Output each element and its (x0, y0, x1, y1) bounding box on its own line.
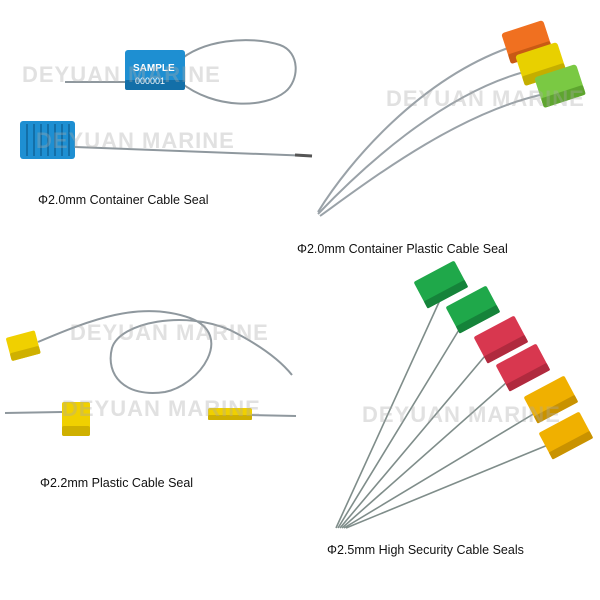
caption-plastic-cable-seal: Φ2.2mm Plastic Cable Seal (40, 476, 194, 490)
red-seal-2 (496, 344, 550, 391)
loop-cable (37, 310, 293, 394)
red-seal-1 (474, 316, 528, 363)
seal-sample-text: SAMPLE (133, 63, 175, 74)
blue-seal-top-shade (125, 80, 185, 90)
cable-2 (317, 71, 525, 215)
yellow-seal-2 (539, 412, 593, 459)
watermark: DEYUAN MARINE (70, 320, 269, 345)
cable-1 (317, 47, 509, 213)
caption-container-cable-seal: Φ2.0mm Container Cable Seal (38, 193, 209, 207)
watermark: DEYUAN MARINE (386, 86, 585, 111)
watermark: DEYUAN MARINE (62, 396, 261, 421)
caption-container-plastic-cable-seal: Φ2.0mm Container Plastic Cable Seal (297, 242, 508, 256)
watermark: DEYUAN MARINE (362, 402, 561, 427)
loop-cable (177, 39, 297, 105)
watermark: DEYUAN MARINE (22, 62, 221, 87)
container-cable-seal-photo: SAMPLE 000001 (20, 39, 313, 159)
cable-3 (319, 94, 541, 217)
yellow-seal-1 (524, 376, 578, 423)
cable-left (4, 411, 63, 414)
green-seal-2 (446, 286, 500, 333)
plastic-cable-seal-photo (4, 310, 297, 436)
cable-right (249, 414, 297, 417)
high-security-cable-seals-photo (335, 261, 593, 529)
watermark: DEYUAN MARINE (36, 128, 235, 153)
container-plastic-cable-seal-photo (317, 20, 586, 217)
green-seal-1 (414, 261, 468, 308)
straight-cable (74, 146, 313, 157)
caption-high-security-cable-seals: Φ2.5mm High Security Cable Seals (327, 543, 524, 557)
seal-sample-number: 000001 (135, 76, 165, 86)
